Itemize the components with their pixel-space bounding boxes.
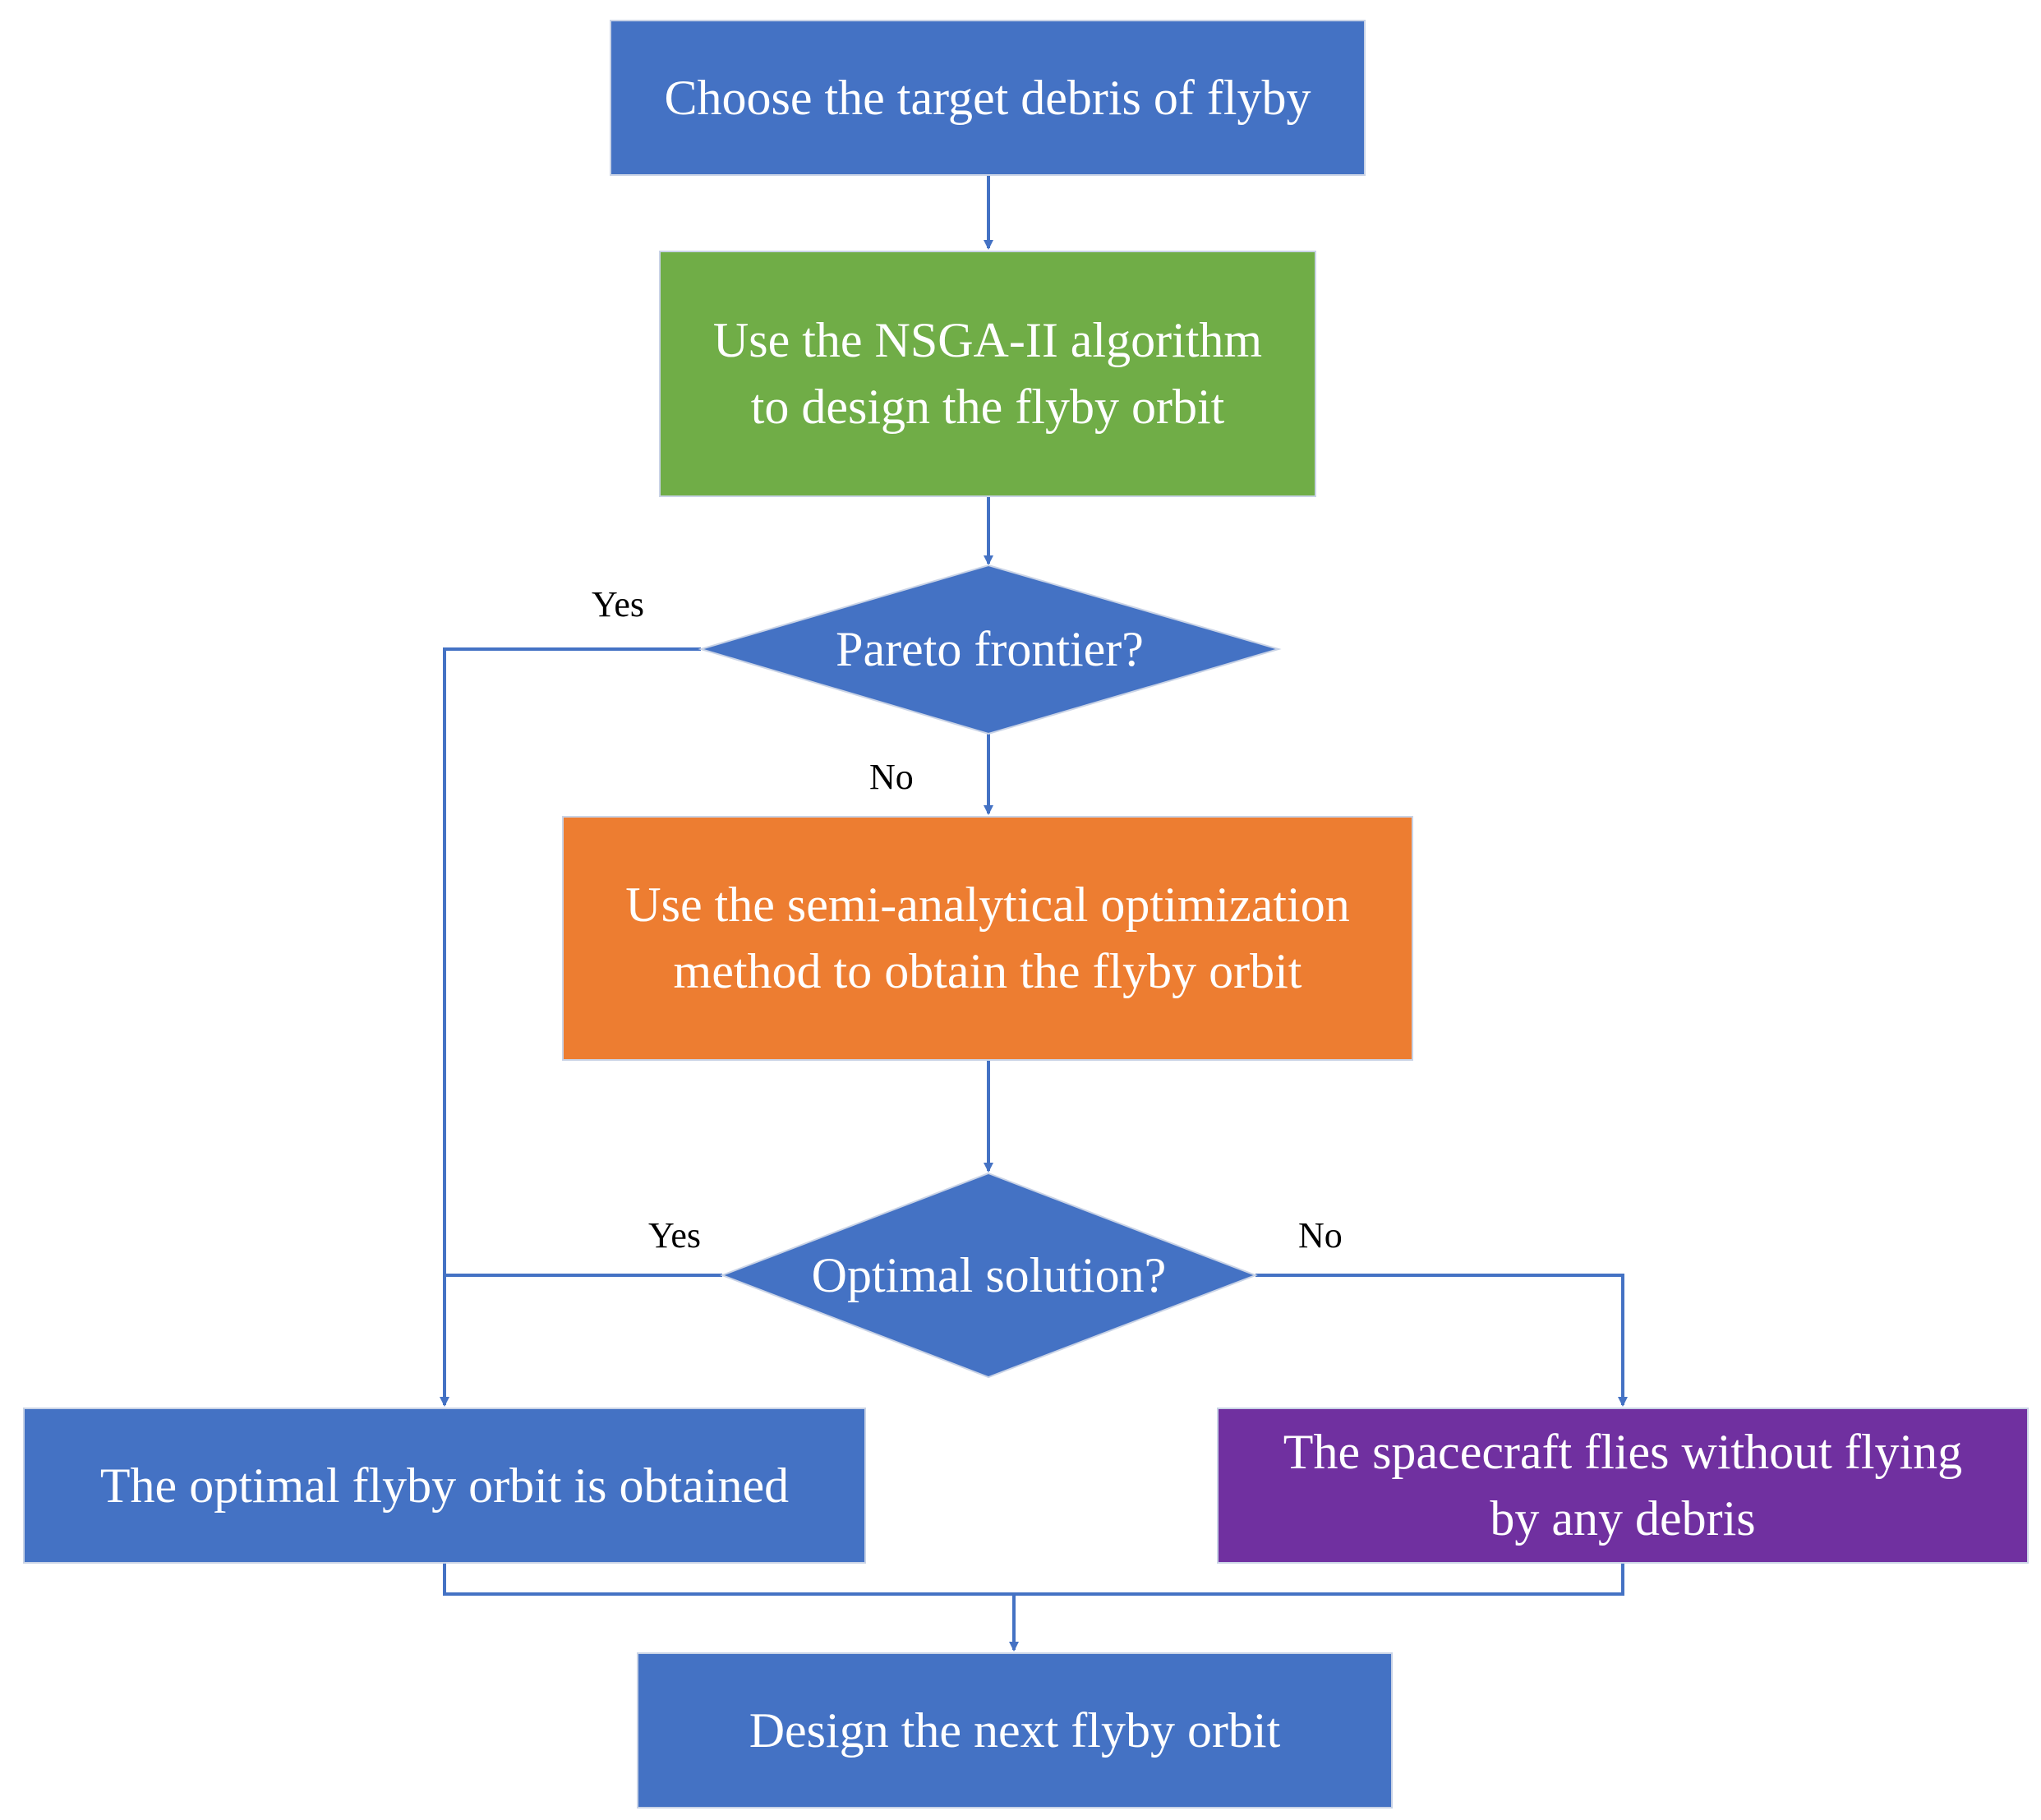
optimal-solution-label: Optimal solution? <box>811 1247 1167 1302</box>
semi-analytical-label: Use the semi-analytical optimization met… <box>625 878 1350 998</box>
optimal-obtained-label: The optimal flyby orbit is obtained <box>99 1458 790 1513</box>
edge-no-debris-merge <box>1014 1561 1624 1596</box>
semi-analytical-box: Use the semi-analytical optimization met… <box>562 816 1413 1061</box>
no-debris-box: The spacecraft flies without flying by a… <box>1217 1408 2029 1564</box>
nsga-box: Use the NSGA-II algorithm to design the … <box>659 251 1316 497</box>
nsga-label: Use the NSGA-II algorithm to design the … <box>712 313 1263 434</box>
edge-optimal-obtained-merge <box>443 1561 1014 1596</box>
optimal-obtained-box: The optimal flyby orbit is obtained <box>23 1408 866 1564</box>
choose-target-box: Choose the target debris of flyby <box>610 20 1366 176</box>
choose-target-label: Choose the target debris of flyby <box>664 70 1311 125</box>
edge-pareto-yes <box>440 647 701 1407</box>
pareto-yes-label: Yes <box>592 584 645 624</box>
next-orbit-box: Design the next flyby orbit <box>637 1652 1393 1808</box>
pareto-label: Pareto frontier? <box>836 621 1144 676</box>
optimal-no-label: No <box>1298 1215 1343 1256</box>
edge-optimal-no <box>1255 1274 1628 1407</box>
optimal-diamond-shape <box>720 1172 1258 1379</box>
pareto-diamond-shape <box>698 564 1282 735</box>
next-orbit-label: Design the next flyby orbit <box>749 1703 1281 1758</box>
pareto-no-label: No <box>869 757 914 797</box>
pareto-decision: Pareto frontier? <box>701 606 1279 692</box>
optimal-yes-label: Yes <box>648 1215 702 1256</box>
optimal-solution-decision: Optimal solution? <box>722 1233 1255 1318</box>
no-debris-label: The spacecraft flies without flying by a… <box>1283 1425 1963 1546</box>
